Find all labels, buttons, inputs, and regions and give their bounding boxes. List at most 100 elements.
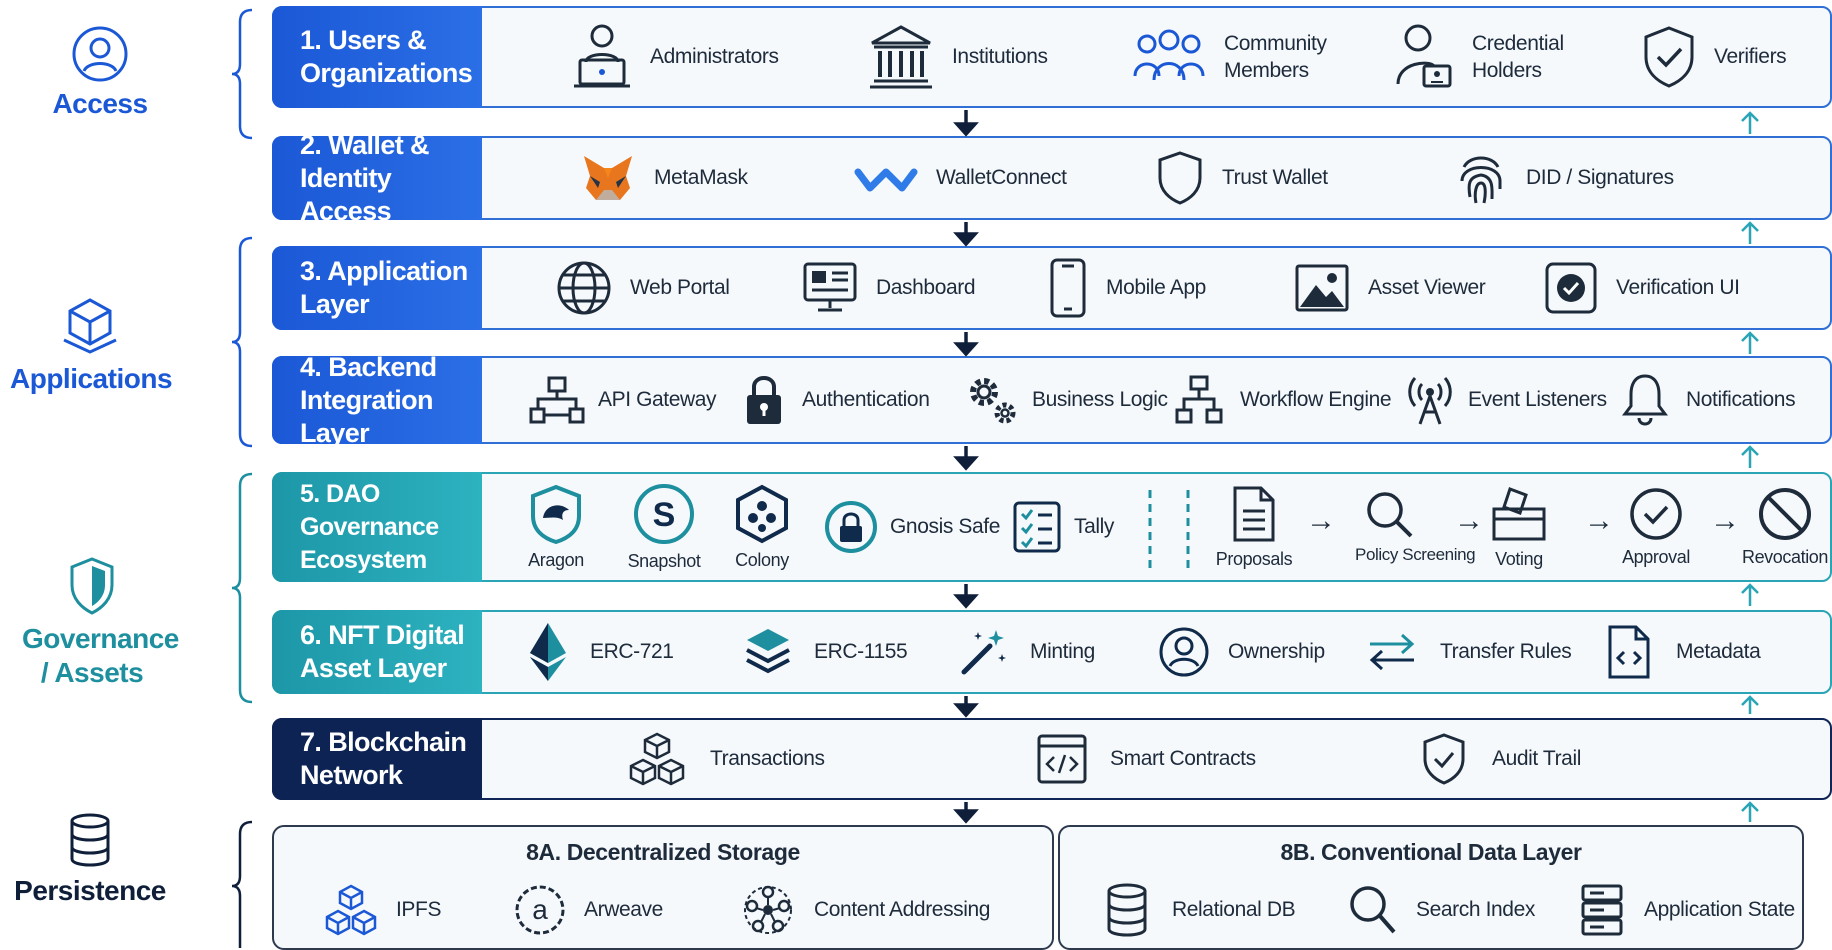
- image-icon: [1295, 264, 1349, 312]
- item-event-listeners[interactable]: Event Listeners: [1406, 358, 1607, 442]
- item-walletconnect[interactable]: WalletConnect: [854, 138, 1067, 218]
- checklist-icon: [1013, 501, 1061, 553]
- svg-text:S: S: [653, 496, 676, 534]
- item-label: Verification UI: [1616, 276, 1740, 299]
- item-metadata[interactable]: Metadata: [1606, 612, 1761, 692]
- item-trust-wallet[interactable]: Trust Wallet: [1156, 138, 1328, 218]
- item-label: Arweave: [584, 897, 663, 921]
- item-web-portal[interactable]: Web Portal: [556, 248, 730, 328]
- flow-label: Revocation: [1741, 546, 1829, 567]
- item-mobile-app[interactable]: Mobile App: [1048, 248, 1206, 328]
- lock-icon: [747, 376, 781, 424]
- bell-icon: [1622, 374, 1668, 426]
- row-title: 7. Blockchain Network: [272, 718, 482, 800]
- globe-icon: [557, 261, 611, 315]
- item-label: Application State: [1644, 897, 1795, 921]
- item-arweave[interactable]: a Arweave: [514, 871, 663, 948]
- divider-dashed: [1148, 490, 1190, 570]
- cubes-icon: [325, 884, 377, 935]
- item-label: Transfer Rules: [1440, 640, 1572, 663]
- item-audit-trail[interactable]: Audit Trail: [1422, 720, 1581, 798]
- row-title: 3. Application Layer: [272, 246, 482, 330]
- flow-revocation[interactable]: Revocation: [1740, 474, 1830, 580]
- flow-proposals[interactable]: Proposals: [1214, 474, 1294, 580]
- item-dashboard[interactable]: Dashboard: [802, 248, 976, 328]
- item-tally[interactable]: Tally: [1012, 474, 1114, 580]
- workflow-icon: [1175, 375, 1223, 424]
- laptop-user-icon: [574, 24, 630, 88]
- flow-label: Proposals: [1215, 548, 1293, 569]
- item-label: Credential Holders: [1472, 32, 1564, 82]
- item-label: Community Members: [1224, 32, 1327, 82]
- document-icon: [1233, 486, 1275, 541]
- row-title: 5. DAO Governance Ecosystem: [272, 472, 482, 582]
- no-entry-icon: [1759, 487, 1811, 540]
- group-applications: Applications: [10, 294, 173, 396]
- item-application-state[interactable]: Application State: [1580, 871, 1795, 948]
- item-minting[interactable]: Minting: [958, 612, 1095, 692]
- brace-applications: [231, 236, 253, 448]
- item-transfer-rules[interactable]: Transfer Rules: [1366, 612, 1572, 692]
- item-search-index[interactable]: Search Index: [1348, 871, 1535, 948]
- item-metamask[interactable]: MetaMask: [580, 138, 748, 218]
- item-label: DID / Signatures: [1526, 166, 1674, 189]
- item-verification-ui[interactable]: Verification UI: [1544, 248, 1740, 328]
- item-community-members[interactable]: Community Members: [1132, 8, 1344, 106]
- item-verifiers[interactable]: Verifiers: [1642, 8, 1787, 106]
- mobile-icon: [1050, 258, 1086, 318]
- svg-text:a: a: [532, 894, 548, 925]
- item-label: Minting: [1030, 640, 1095, 663]
- item-institutions[interactable]: Institutions: [868, 8, 1048, 106]
- safe-lock-icon: [825, 501, 877, 553]
- item-administrators[interactable]: Administrators: [572, 8, 779, 106]
- fox-icon: [584, 156, 632, 200]
- item-ipfs[interactable]: IPFS: [322, 871, 441, 948]
- flow-arrow-icon: →: [1306, 504, 1336, 537]
- ethereum-icon: [530, 623, 566, 681]
- server-icon: [1581, 884, 1623, 935]
- item-business-logic[interactable]: Business Logic: [964, 358, 1168, 442]
- user-circle-icon: [1159, 627, 1209, 677]
- item-ownership[interactable]: Ownership: [1158, 612, 1325, 692]
- item-snapshot[interactable]: S Snapshot: [624, 474, 704, 580]
- flow-policy-screening[interactable]: Policy Screening: [1342, 474, 1476, 580]
- item-smart-contracts[interactable]: Smart Contracts: [1036, 720, 1256, 798]
- item-aragon[interactable]: Aragon: [526, 474, 586, 580]
- group-access: Access: [40, 25, 160, 121]
- item-notifications[interactable]: Notifications: [1622, 358, 1796, 442]
- item-credential-holders[interactable]: Credential Holders: [1394, 8, 1582, 106]
- shield-check-icon: [1644, 26, 1694, 88]
- item-api-gateway[interactable]: API Gateway: [528, 358, 717, 442]
- network-nodes-icon: [529, 376, 585, 424]
- flow-arrow-icon: →: [1454, 504, 1484, 537]
- item-relational-db[interactable]: Relational DB: [1106, 871, 1296, 948]
- colony-icon: [736, 484, 788, 543]
- node-graph-icon: [744, 885, 792, 934]
- item-label: MetaMask: [654, 166, 748, 189]
- verified-icon: [1545, 262, 1597, 314]
- item-label: Mobile App: [1106, 276, 1206, 299]
- item-content-addressing[interactable]: Content Addressing: [740, 871, 990, 948]
- panel-conventional-data: 8B. Conventional Data Layer Relational D…: [1058, 825, 1804, 950]
- item-authentication[interactable]: Authentication: [744, 358, 930, 442]
- flow-approval[interactable]: Approval: [1616, 474, 1696, 580]
- fingerprint-icon: [1460, 156, 1502, 204]
- flow-voting[interactable]: Voting: [1484, 474, 1554, 580]
- item-workflow-engine[interactable]: Workflow Engine: [1174, 358, 1392, 442]
- database-icon: [70, 813, 110, 867]
- id-card-user-icon: [1396, 24, 1452, 88]
- item-label: Event Listeners: [1468, 388, 1607, 411]
- item-erc-721[interactable]: ERC-721: [528, 612, 674, 692]
- item-label: ERC-1155: [814, 640, 908, 663]
- code-window-icon: [1037, 734, 1087, 784]
- shield-outline-icon: [1158, 151, 1202, 205]
- item-label: Business Logic: [1032, 388, 1168, 411]
- item-gnosis-safe[interactable]: Gnosis Safe: [824, 474, 1000, 580]
- item-colony[interactable]: Colony: [732, 474, 792, 580]
- item-asset-viewer[interactable]: Asset Viewer: [1294, 248, 1486, 328]
- panel-title: 8B. Conventional Data Layer: [1280, 839, 1582, 865]
- item-erc-1155[interactable]: ERC-1155: [744, 612, 908, 692]
- code-file-icon: [1608, 625, 1650, 679]
- item-did-signatures[interactable]: DID / Signatures: [1454, 138, 1674, 218]
- item-transactions[interactable]: Transactions: [626, 720, 825, 798]
